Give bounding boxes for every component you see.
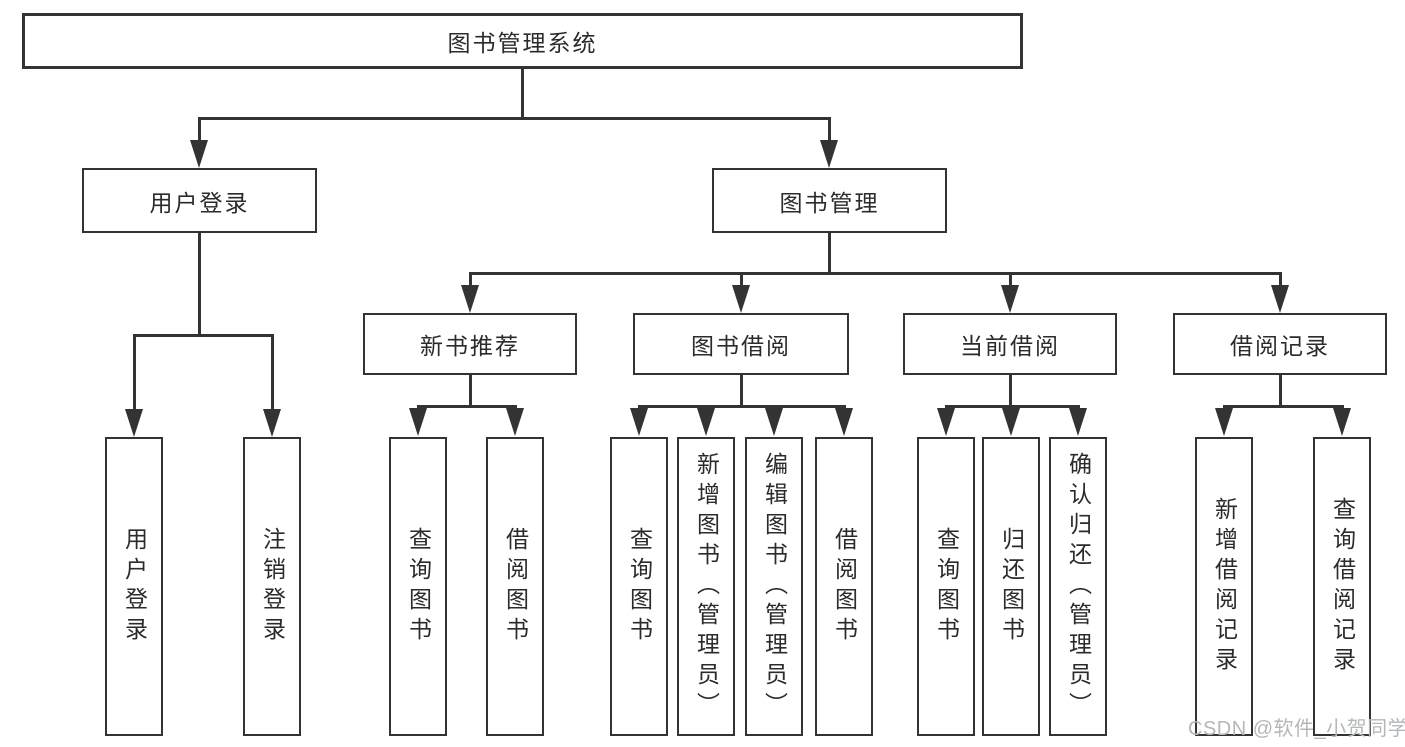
- connector-bm-stem-4: [1278, 272, 1282, 287]
- connector-ul-hline: [132, 334, 274, 337]
- csdn-watermark: CSDN @软件_小贺同学: [1188, 718, 1405, 740]
- connector-br-hline: [1222, 404, 1344, 408]
- box-root-library-management-system: 图书管理系统: [22, 13, 1023, 69]
- box-leaf-br-query-record: 查询借阅记录: [1313, 437, 1371, 736]
- connector-bm-stem-3: [1008, 272, 1012, 287]
- arrow-to-book-borrow-icon: [732, 285, 750, 313]
- box-leaf-nb-borrow-book: 借阅图书: [486, 437, 544, 736]
- arrow-to-leaf-user-login-icon: [125, 409, 143, 437]
- arrow-to-book-mgmt-icon: [820, 140, 838, 168]
- connector-bm-hline: [468, 271, 1282, 275]
- box-leaf-cb-return-book: 归还图书: [982, 437, 1040, 736]
- arrow-to-bb-add-icon: [697, 408, 715, 436]
- box-leaf-nb-query-book: 查询图书: [389, 437, 447, 736]
- arrow-to-leaf-logout-icon: [263, 409, 281, 437]
- box-leaf-cb-query-book: 查询图书: [917, 437, 975, 736]
- connector-cb-hline: [944, 404, 1080, 408]
- arrow-to-current-borrow-icon: [1001, 285, 1019, 313]
- connector-ul-stem-1: [132, 335, 136, 410]
- box-leaf-bb-add-book-admin: 新增图书（管理员）: [677, 437, 735, 736]
- arrow-to-bb-query-icon: [630, 408, 648, 436]
- box-leaf-logout: 注销登录: [243, 437, 301, 736]
- arrow-to-bb-borrow-icon: [835, 408, 853, 436]
- connector-br-vstub: [1278, 375, 1282, 407]
- connector-bm-stem-1: [468, 272, 472, 287]
- arrow-to-user-login-icon: [190, 140, 208, 168]
- arrow-to-cb-query-icon: [937, 408, 955, 436]
- box-leaf-bb-query-book: 查询图书: [610, 437, 668, 736]
- box-leaf-bb-borrow-book: 借阅图书: [815, 437, 873, 736]
- box-user-login: 用户登录: [82, 168, 317, 233]
- connector-root-hline: [197, 116, 831, 120]
- arrow-to-nb-query-icon: [409, 408, 427, 436]
- arrow-to-br-query-icon: [1333, 408, 1351, 436]
- connector-root-stem-left: [197, 116, 201, 143]
- box-borrow-records: 借阅记录: [1173, 313, 1387, 375]
- connector-bb-vstub: [739, 375, 743, 407]
- arrow-to-bb-edit-icon: [765, 408, 783, 436]
- box-book-borrow: 图书借阅: [633, 313, 849, 375]
- connector-cb-vstub: [1008, 375, 1012, 407]
- arrow-to-br-add-icon: [1215, 408, 1233, 436]
- arrow-to-new-book-rec-icon: [461, 285, 479, 313]
- arrow-to-borrow-records-icon: [1271, 285, 1289, 313]
- connector-bm-stem-2: [739, 272, 743, 287]
- connector-nb-hline: [416, 404, 517, 408]
- connector-ul-vstub: [197, 233, 201, 337]
- box-book-management: 图书管理: [712, 168, 947, 233]
- connector-nb-vstub: [468, 375, 472, 407]
- arrow-to-cb-return-icon: [1002, 408, 1020, 436]
- box-leaf-user-login: 用户登录: [105, 437, 163, 736]
- box-leaf-cb-confirm-return-admin: 确认归还（管理员）: [1049, 437, 1107, 736]
- box-current-borrow: 当前借阅: [903, 313, 1117, 375]
- box-leaf-bb-edit-book-admin: 编辑图书（管理员）: [745, 437, 803, 736]
- connector-bb-hline: [637, 404, 846, 408]
- arrow-to-cb-confirm-icon: [1069, 408, 1087, 436]
- arrow-to-nb-borrow-icon: [506, 408, 524, 436]
- box-leaf-br-add-record: 新增借阅记录: [1195, 437, 1253, 736]
- connector-root-vstub: [520, 68, 524, 119]
- connector-root-stem-right: [827, 116, 831, 143]
- box-new-book-recommend: 新书推荐: [363, 313, 577, 375]
- connector-bm-vstub: [827, 233, 831, 274]
- connector-ul-stem-2: [270, 335, 274, 410]
